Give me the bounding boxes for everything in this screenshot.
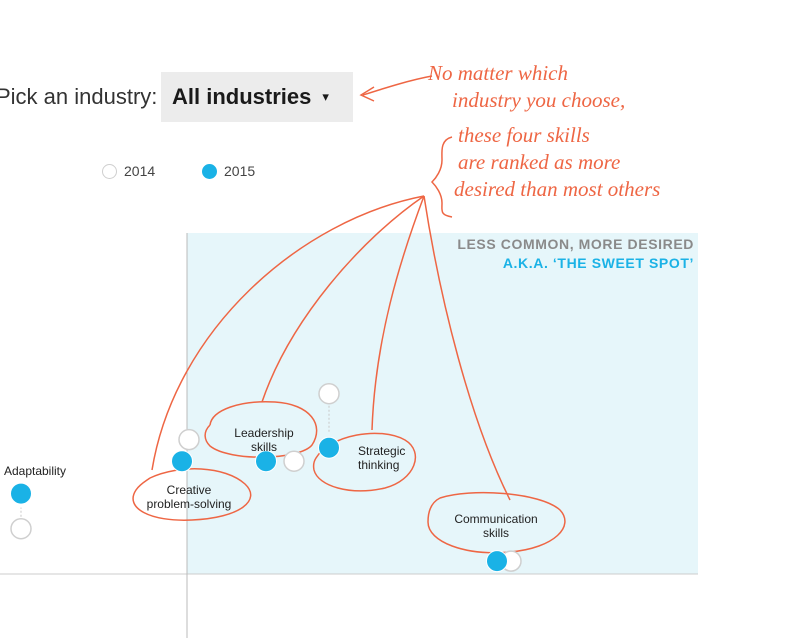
annotation-line-3: these four skills — [458, 123, 590, 147]
point-2014-creative-problem-solving[interactable] — [178, 428, 200, 451]
annotation-brace — [430, 136, 453, 218]
label-loop-strategic — [312, 432, 416, 492]
point-2015-communication-skills[interactable] — [486, 550, 508, 573]
point-2015-adaptability[interactable] — [10, 482, 32, 505]
annotation-line-5: desired than most others — [454, 177, 660, 201]
callout-communication — [423, 195, 511, 501]
label-adaptability: Adaptability — [4, 464, 66, 478]
sweet-spot-region — [187, 233, 698, 574]
sweet-spot-title: LESS COMMON, MORE DESIRED — [457, 236, 694, 252]
annotation-arrow — [362, 75, 433, 96]
annotation-arrowhead — [359, 86, 375, 102]
label-loop-leadership — [204, 401, 318, 458]
legend-open-circle-icon — [102, 163, 117, 179]
annotation-line-2: industry you choose, — [452, 88, 625, 112]
annotation-layer: No matter which industry you choose, the… — [132, 61, 660, 554]
legend-item-2015[interactable]: 2015 — [202, 163, 255, 179]
legend-label-2015: 2015 — [224, 163, 256, 179]
sweet-spot-subtitle: A.K.A. ‘THE SWEET SPOT’ — [503, 255, 694, 271]
callout-leadership — [261, 195, 425, 403]
callout-creative — [151, 195, 425, 471]
point-2014-leadership-skills[interactable] — [283, 450, 305, 472]
industry-picker-label: Pick an industry: — [0, 84, 158, 109]
point-2015-strategic-thinking[interactable] — [318, 436, 340, 459]
label-loop-creative — [132, 468, 252, 521]
label-loop-communication — [427, 491, 566, 554]
callout-strategic — [371, 195, 425, 431]
legend-filled-circle-icon — [202, 163, 217, 179]
industry-dropdown[interactable]: All industries ▾ — [161, 72, 353, 122]
point-2015-creative-problem-solving[interactable] — [171, 450, 193, 473]
annotation-line-1: No matter which — [427, 61, 568, 85]
point-2014-strategic-thinking[interactable] — [318, 382, 340, 405]
point-2015-leadership-skills[interactable] — [255, 450, 277, 473]
chevron-down-icon: ▾ — [322, 89, 329, 104]
points-layer — [10, 382, 522, 573]
point-2014-adaptability[interactable] — [10, 517, 32, 540]
legend-label-2014: 2014 — [124, 163, 156, 179]
industry-dropdown-value: All industries — [172, 84, 312, 109]
annotation-line-4: are ranked as more — [458, 150, 620, 174]
legend-item-2014[interactable]: 2014 — [102, 163, 155, 179]
